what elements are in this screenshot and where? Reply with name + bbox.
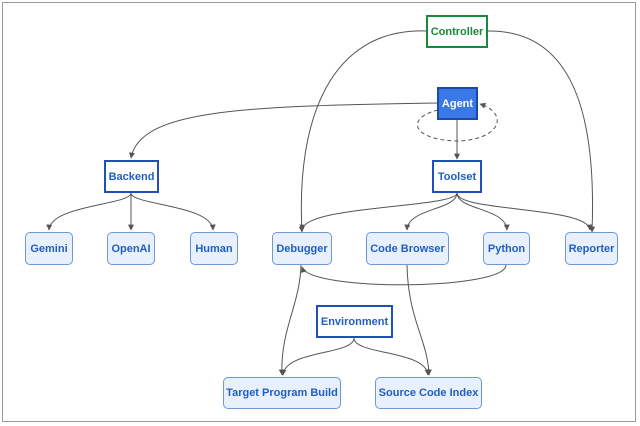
edge-backend-human	[130, 192, 216, 231]
edge-controller-debugger	[298, 30, 427, 233]
node-controller-label: Controller	[430, 25, 484, 38]
node-target-program-build: Target Program Build	[223, 377, 341, 409]
node-reporter: Reporter	[565, 232, 618, 265]
node-environment: Environment	[316, 305, 393, 338]
node-toolset-label: Toolset	[437, 170, 477, 183]
node-agent-label: Agent	[441, 97, 474, 110]
node-code-browser: Code Browser	[366, 232, 449, 265]
node-source-code-index: Source Code Index	[375, 377, 482, 409]
edge-agent-self-loop	[417, 102, 498, 142]
edge-toolset-python	[456, 192, 510, 231]
node-controller: Controller	[426, 15, 488, 48]
node-backend: Backend	[104, 160, 159, 193]
edge-code-browser-source-index	[406, 264, 432, 376]
edge-agent-backend	[129, 102, 438, 159]
node-source-code-index-label: Source Code Index	[378, 387, 479, 399]
node-human: Human	[190, 232, 238, 265]
node-human-label: Human	[195, 242, 233, 255]
node-openai-label: OpenAI	[111, 242, 151, 255]
edge-toolset-debugger	[299, 192, 458, 231]
edge-debugger-target-build	[278, 264, 302, 376]
node-openai: OpenAI	[107, 232, 155, 265]
node-environment-label: Environment	[320, 315, 389, 328]
edge-controller-reporter	[487, 30, 596, 233]
node-backend-label: Backend	[108, 170, 155, 183]
edge-backend-gemini	[46, 192, 132, 231]
node-gemini-label: Gemini	[30, 242, 68, 255]
edge-environment-target-build	[280, 337, 355, 376]
node-gemini: Gemini	[25, 232, 73, 265]
node-reporter-label: Reporter	[568, 242, 615, 255]
node-toolset: Toolset	[432, 160, 482, 193]
node-debugger: Debugger	[272, 232, 332, 265]
edge-environment-source-index	[353, 337, 431, 376]
edge-toolset-code-browser	[404, 192, 458, 231]
edge-toolset-reporter	[456, 192, 593, 231]
node-python: Python	[483, 232, 530, 265]
diagram-frame	[2, 2, 636, 422]
node-target-program-build-label: Target Program Build	[226, 387, 338, 399]
node-code-browser-label: Code Browser	[370, 242, 445, 255]
node-agent: Agent	[437, 87, 478, 120]
node-debugger-label: Debugger	[276, 242, 328, 255]
edge-python-debugger	[300, 264, 507, 286]
node-python-label: Python	[487, 242, 526, 255]
